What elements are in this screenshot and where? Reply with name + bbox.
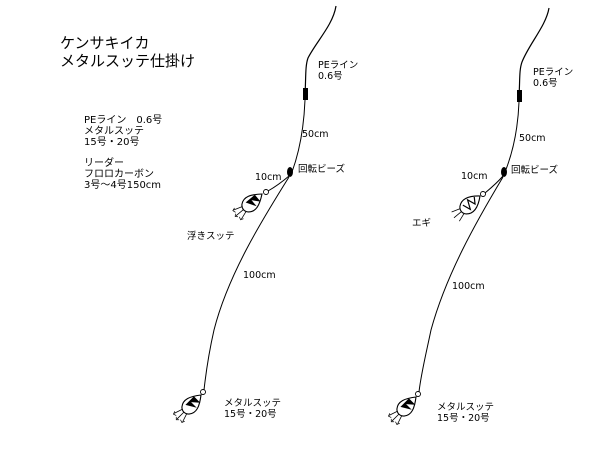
right-pe-line-name: PEライン <box>533 67 574 78</box>
right-length-main: 100cm <box>452 281 485 292</box>
spec-leader-title: リーダー <box>84 158 124 169</box>
left-swivel-bead <box>287 167 293 177</box>
spec-pe-line: PEライン 0.6号 <box>84 115 163 126</box>
spec-sinker-name: メタルスッテ <box>84 126 144 137</box>
right-branch-lure-label: エギ <box>412 218 432 229</box>
left-pe-line-name: PEライン <box>318 60 359 71</box>
right-leader-top <box>504 101 520 173</box>
left-length-main: 100cm <box>243 270 276 281</box>
left-swivel-label: 回転ビーズ <box>298 164 346 175</box>
right-length-top: 50cm <box>519 133 546 144</box>
diagram-title: ケンサキイカ メタルスッテ仕掛け <box>60 34 195 70</box>
left-rig <box>170 5 337 426</box>
left-sinker-ring <box>200 389 206 395</box>
left-leader-top <box>291 99 306 173</box>
right-swivel-bead <box>501 167 507 177</box>
left-knot <box>303 88 308 100</box>
left-sinker-name: メタルスッテ <box>224 398 282 409</box>
left-branch-length: 10cm <box>255 172 282 183</box>
right-pe-line <box>518 7 550 97</box>
right-pe-line-size: 0.6号 <box>533 78 558 89</box>
left-branch-ring <box>263 189 269 195</box>
right-sinker-ring <box>415 391 421 397</box>
right-rig <box>385 7 550 428</box>
left-pe-line-size: 0.6号 <box>318 71 343 82</box>
left-leader-main <box>203 176 290 391</box>
right-branch-ring <box>480 191 486 197</box>
left-length-top: 50cm <box>302 129 329 140</box>
right-knot <box>517 90 522 102</box>
spec-leader-material: フロロカーボン <box>84 169 154 180</box>
right-metal-sutte-sinker <box>385 391 422 428</box>
left-branch-line <box>267 175 290 192</box>
right-sinker-size: 15号・20号 <box>437 413 490 424</box>
spec-sinker-size: 15号・20号 <box>84 137 140 148</box>
title-line-2: メタルスッテ仕掛け <box>60 52 196 70</box>
left-metal-sutte-sinker <box>170 389 207 426</box>
right-branch-line <box>484 175 504 194</box>
right-sinker-name: メタルスッテ <box>437 402 495 413</box>
main-line-spec: PEライン 0.6号 メタルスッテ 15号・20号 <box>84 115 162 148</box>
right-swivel-label: 回転ビーズ <box>511 165 559 176</box>
spec-leader-size: 3号～4号150cm <box>84 180 162 191</box>
right-branch-length: 10cm <box>461 171 488 182</box>
right-sinker-label: メタルスッテ 15号・20号 <box>437 402 494 424</box>
left-floating-sutte-lure <box>229 187 268 223</box>
right-pe-line-label: PEライン 0.6号 <box>533 67 573 89</box>
left-branch-lure-label: 浮きスッテ <box>187 231 235 242</box>
left-pe-line-label: PEライン 0.6号 <box>318 60 358 82</box>
right-leader-main <box>418 176 504 393</box>
leader-spec: リーダー フロロカーボン 3号～4号150cm <box>84 158 161 191</box>
title-line-1: ケンサキイカ <box>60 34 150 52</box>
left-sinker-size: 15号・20号 <box>224 409 277 420</box>
left-sinker-label: メタルスッテ 15号・20号 <box>224 398 281 420</box>
left-pe-line <box>304 5 337 95</box>
